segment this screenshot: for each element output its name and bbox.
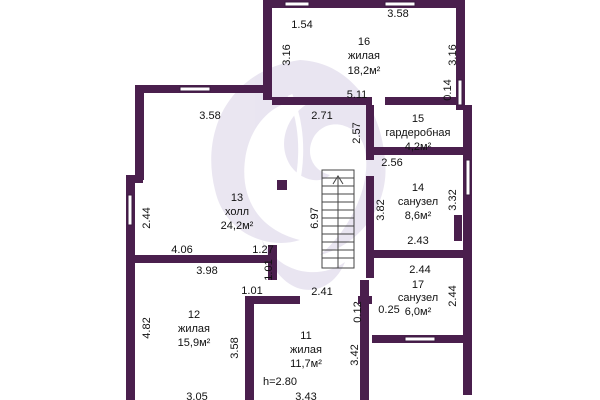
chimney — [277, 180, 287, 190]
dim-label: 3.58 — [199, 110, 220, 122]
window — [465, 159, 471, 196]
room-15-area: 4,2м² — [405, 141, 432, 153]
room-17-name: санузел — [398, 292, 438, 304]
dim-label: 3.32 — [447, 189, 459, 210]
dim-label: 2.56 — [381, 157, 402, 169]
dim-label: 3.82 — [375, 199, 387, 220]
door-marker — [454, 215, 462, 241]
dimension-labels: 1.54 3.58 3.16 3.16 5.11 0.14 3.58 2.71 … — [141, 8, 459, 400]
room-15-name: гардеробная — [386, 127, 451, 139]
window — [404, 336, 436, 342]
wall — [272, 97, 372, 105]
dim-label: 2.57 — [351, 122, 363, 143]
dim-label: 2.44 — [141, 207, 153, 228]
room-16-area: 18,2м² — [348, 65, 381, 77]
window — [179, 86, 211, 92]
wall — [126, 175, 135, 400]
room-14-area: 8,6м² — [405, 210, 432, 222]
dim-label: 0.12 — [352, 301, 364, 322]
wall — [366, 147, 466, 155]
dim-label: 0.14 — [442, 79, 454, 100]
wall — [360, 280, 369, 400]
room-labels: 16 жилая 18,2м² 15 гардеробная 4,2м² 13 … — [178, 36, 451, 388]
dim-label: 3.43 — [295, 391, 316, 400]
stair-arrow-icon — [332, 175, 344, 185]
wall — [135, 85, 144, 180]
window — [284, 1, 310, 7]
dim-label: 3.42 — [349, 344, 361, 365]
room-13-number: 13 — [231, 192, 243, 204]
dim-label: 1.54 — [291, 19, 312, 31]
room-12-number: 12 — [188, 309, 200, 321]
dim-label: 4.06 — [171, 244, 192, 256]
dim-label: 5.11 — [347, 89, 368, 101]
room-16-number: 16 — [358, 36, 370, 48]
wall — [366, 105, 374, 160]
dim-label: 4.82 — [141, 317, 153, 338]
dim-label: 3.58 — [387, 8, 408, 20]
window — [127, 194, 133, 226]
wall — [366, 250, 466, 258]
dim-label: 2.43 — [407, 235, 428, 247]
dim-label: 3.16 — [281, 44, 293, 65]
room-17-number: 17 — [412, 279, 424, 291]
window — [457, 79, 463, 106]
dim-label: 2.41 — [311, 286, 332, 298]
room-16-name: жилая — [348, 50, 380, 62]
staircase — [321, 169, 355, 269]
room-11-area: 11,7м² — [290, 358, 322, 370]
window — [384, 1, 416, 7]
room-11-number: 11 — [300, 330, 311, 342]
dim-label: 2.44 — [409, 264, 430, 276]
dim-label: 3.16 — [447, 44, 459, 65]
windows — [127, 1, 471, 342]
dim-label: 1.01 — [263, 259, 275, 280]
wall — [463, 105, 472, 395]
room-14-number: 14 — [412, 182, 424, 194]
dim-label: 1.01 — [241, 285, 262, 297]
room-14-name: санузел — [398, 196, 438, 208]
dim-label: 1.27 — [252, 244, 273, 256]
wall — [358, 296, 372, 304]
dim-label: 3.58 — [229, 337, 241, 358]
room-13-name: холл — [225, 206, 249, 218]
wall — [366, 258, 374, 278]
dim-label: 3.05 — [186, 391, 207, 400]
dim-label: 0.25 — [378, 304, 399, 316]
wall — [135, 255, 275, 263]
room-17-area: 6,0м² — [405, 306, 432, 318]
wall — [263, 0, 272, 100]
room-13-area: 24,2м² — [221, 220, 254, 232]
wall — [272, 0, 462, 8]
wall — [245, 296, 300, 304]
room-11-name: жилая — [290, 344, 322, 356]
room-15-number: 15 — [412, 113, 424, 125]
dim-label: 6.97 — [309, 207, 321, 228]
dim-label: 2.71 — [311, 110, 332, 122]
wall — [268, 245, 277, 280]
room-12-name: жилая — [178, 323, 210, 335]
wall — [245, 300, 254, 400]
dim-label: 3.98 — [196, 265, 217, 277]
ceiling-height: h=2.80 — [263, 376, 297, 388]
wall — [385, 97, 463, 105]
room-12-area: 15,9м² — [178, 337, 211, 349]
wall — [456, 0, 465, 110]
dim-label: 2.44 — [447, 285, 459, 306]
wall — [366, 176, 374, 258]
swan-logo-watermark — [211, 60, 386, 290]
